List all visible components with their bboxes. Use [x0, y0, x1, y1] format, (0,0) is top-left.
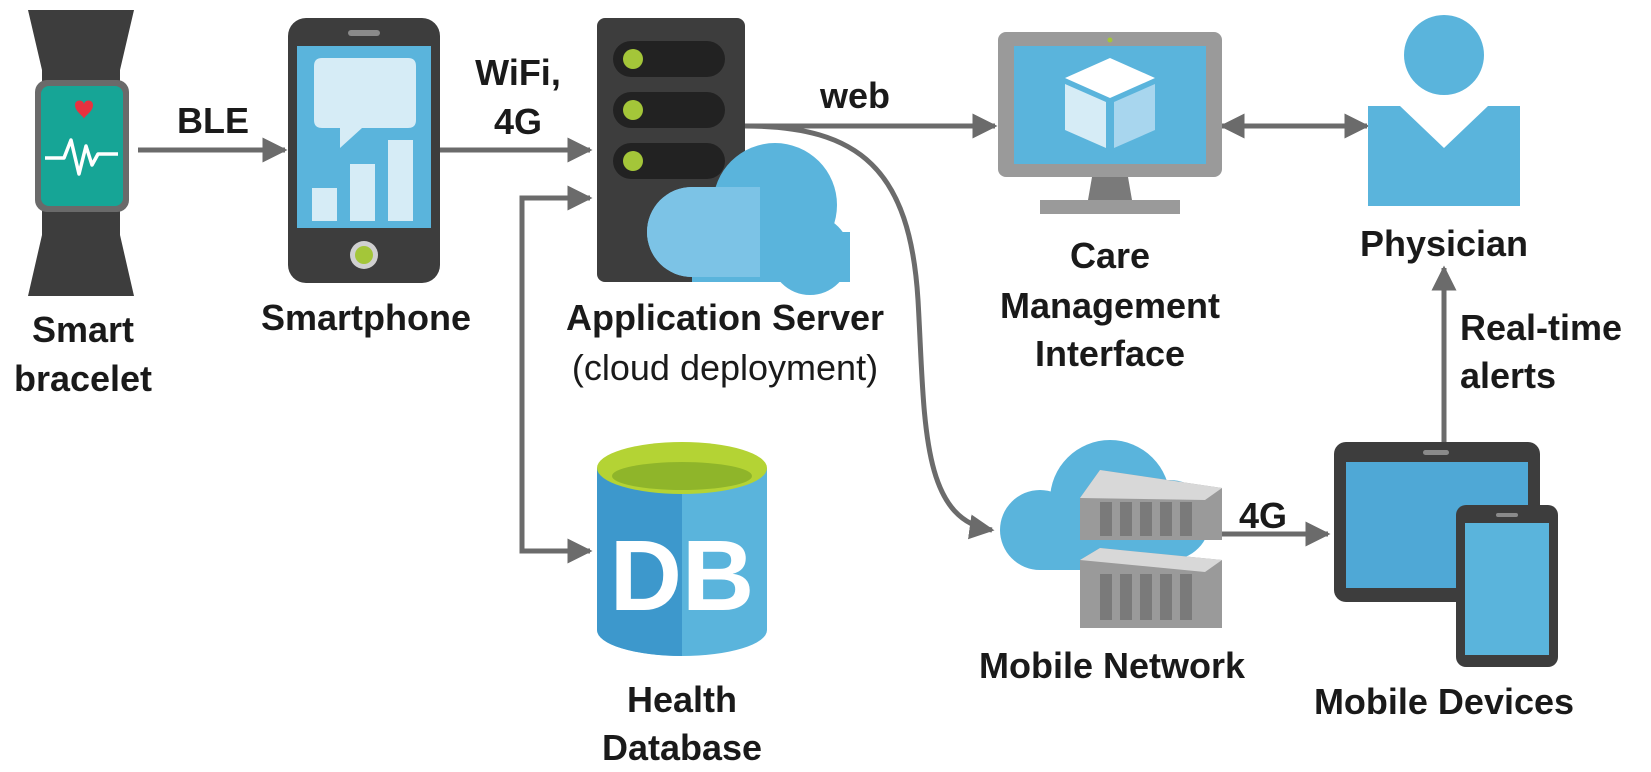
smartphone-icon — [288, 18, 440, 283]
arrow-server-to-network — [744, 123, 995, 540]
interface-label-line3: Interface — [1035, 333, 1185, 374]
mobile-network-icon — [1000, 440, 1222, 628]
physician-label: Physician — [1360, 223, 1528, 264]
connections — [138, 113, 1457, 564]
smart-bracelet-label-line1: Smart — [32, 309, 134, 350]
mobile-devices-icon — [1334, 442, 1558, 667]
smartphone-label: Smartphone — [261, 297, 471, 338]
interface-label-line2: Management — [1000, 285, 1220, 326]
edge-label-realtime: Real-time — [1460, 307, 1622, 348]
physician-icon — [1368, 15, 1520, 206]
edge-label-web: web — [819, 75, 890, 116]
smart-bracelet-label-line2: bracelet — [14, 358, 152, 399]
db-icon-text: DB — [610, 520, 754, 632]
health-database-label-line1: Health — [627, 679, 737, 720]
mobile-devices-label: Mobile Devices — [1314, 681, 1574, 722]
cloud-icon — [647, 143, 850, 295]
edge-label-4g-phone: 4G — [494, 101, 542, 142]
health-database-label-line2: Database — [602, 727, 762, 768]
database-icon: DB — [597, 442, 767, 656]
smart-bracelet-icon — [28, 10, 134, 296]
edge-label-ble: BLE — [177, 100, 249, 141]
monitor-icon — [998, 32, 1222, 214]
server-label: Application Server — [566, 297, 884, 338]
mobile-network-label: Mobile Network — [979, 645, 1246, 686]
interface-label-line1: Care — [1070, 235, 1150, 276]
arrow-db-server-link — [519, 185, 593, 564]
edge-label-alerts: alerts — [1460, 355, 1556, 396]
server-sublabel: (cloud deployment) — [572, 347, 878, 388]
edge-label-4g-network: 4G — [1239, 495, 1287, 536]
edge-label-wifi: WiFi, — [475, 52, 561, 93]
